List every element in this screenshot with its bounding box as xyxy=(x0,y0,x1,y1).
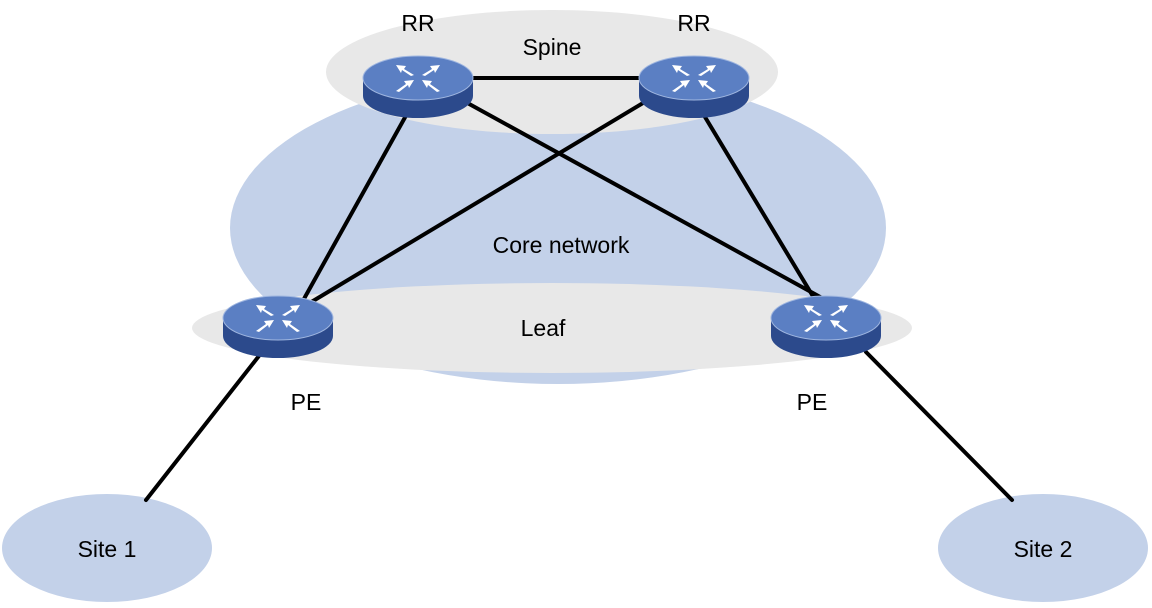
link-rr-left-pe-right xyxy=(460,98,824,300)
link-rr-left-pe-left xyxy=(298,110,410,308)
link-pe-left-site-1 xyxy=(144,350,264,502)
network-links xyxy=(144,76,1014,502)
router-icon-body xyxy=(639,78,749,118)
rr-right-label: RR xyxy=(677,10,710,36)
router-icon-body xyxy=(363,78,473,118)
pe-left-label: PE xyxy=(291,389,322,415)
link-pe-right-site-2 xyxy=(864,350,1014,502)
spine-label: Spine xyxy=(523,34,582,60)
router-icon-top xyxy=(362,55,474,101)
pe-right-label: PE xyxy=(797,389,828,415)
router-icon-top xyxy=(770,295,882,341)
router-pe-left[interactable] xyxy=(222,295,334,358)
router-icon-body xyxy=(771,318,881,358)
site-1-cloud xyxy=(2,494,212,602)
router-icon-top xyxy=(222,295,334,341)
site-1-label: Site 1 xyxy=(78,536,137,562)
router-icon-top xyxy=(638,55,750,101)
link-rr-right-pe-left xyxy=(306,98,650,306)
router-icon-body xyxy=(223,318,333,358)
leaf-label: Leaf xyxy=(521,315,566,341)
router-rr-right[interactable] xyxy=(638,55,750,118)
router-rr-left[interactable] xyxy=(362,55,474,118)
router-pe-right[interactable] xyxy=(770,295,882,358)
rr-left-label: RR xyxy=(401,10,434,36)
site-2-cloud xyxy=(938,494,1148,602)
core-network-label: Core network xyxy=(493,232,630,258)
leaf-layer-zone xyxy=(192,283,912,373)
site-2-label: Site 2 xyxy=(1014,536,1073,562)
link-rr-right-pe-right xyxy=(700,110,816,300)
